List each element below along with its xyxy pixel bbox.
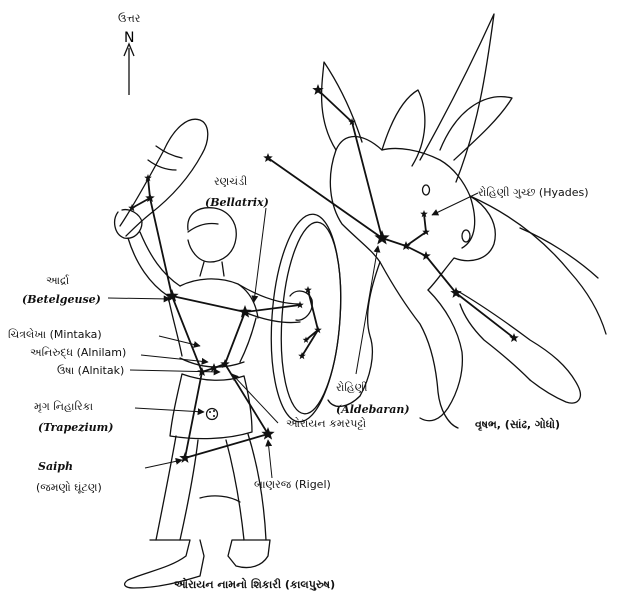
betelgeuse-en-label: (Betelgeuse) (22, 293, 101, 306)
aldebaran-gu-label: રોહિણી (336, 381, 367, 394)
shield-outline (265, 212, 347, 424)
saiph-en-label: Saiph (38, 460, 73, 473)
alnitak-label: ઉષા (Alnitak) (57, 364, 124, 377)
leader-arrows (108, 193, 478, 478)
taurus-bull-outline (322, 14, 606, 428)
north-label: ઉત્તર (118, 12, 140, 25)
north-letter: N (124, 30, 134, 46)
rigel-label: બાણરજ (Rigel) (254, 478, 331, 491)
star-icon (374, 230, 389, 244)
star-icon (165, 289, 178, 302)
stars (128, 84, 519, 463)
trapezium-en-label: (Trapezium) (38, 421, 113, 434)
mintaka-label: ચિત્રલેખા (Mintaka) (8, 328, 102, 341)
constellation-lines (132, 90, 514, 458)
trapezium-gu-label: મૃગ નિહારિકા (34, 400, 93, 413)
orion-belt-label: ઓરાયન કમરપટ્ટો (286, 417, 366, 430)
bellatrix-en-label: (Bellatrix) (205, 196, 269, 209)
saiph-gu-label: (જમણો ઘૂંટણ) (36, 481, 102, 494)
bellatrix-gu-label: રણચંડી (214, 175, 247, 188)
star-icon (179, 452, 190, 463)
hyades-label: રોહિણી ગુચ્છ (Hyades) (478, 186, 589, 199)
star-icon (238, 305, 251, 318)
star-icon (261, 427, 274, 440)
star-icon (296, 301, 304, 308)
north-arrow-icon (124, 44, 134, 95)
star-icon (401, 241, 411, 250)
orion-title-label: ઓરાયન નામનો શિકારી (કાલપુરુષ) (174, 578, 335, 591)
star-icon (209, 363, 219, 372)
orion-figure-outline (115, 119, 313, 588)
taurus-label: વૃષભ, (સાંઢ, ગોધો) (475, 418, 560, 431)
aldebaran-en-label: (Aldebaran) (336, 403, 410, 416)
betelgeuse-gu-label: આર્દ્રા (46, 274, 69, 287)
alnilam-label: અનિરુદ્ધ (Alnilam) (30, 346, 126, 359)
trapezium-nebula-icon (207, 409, 218, 420)
